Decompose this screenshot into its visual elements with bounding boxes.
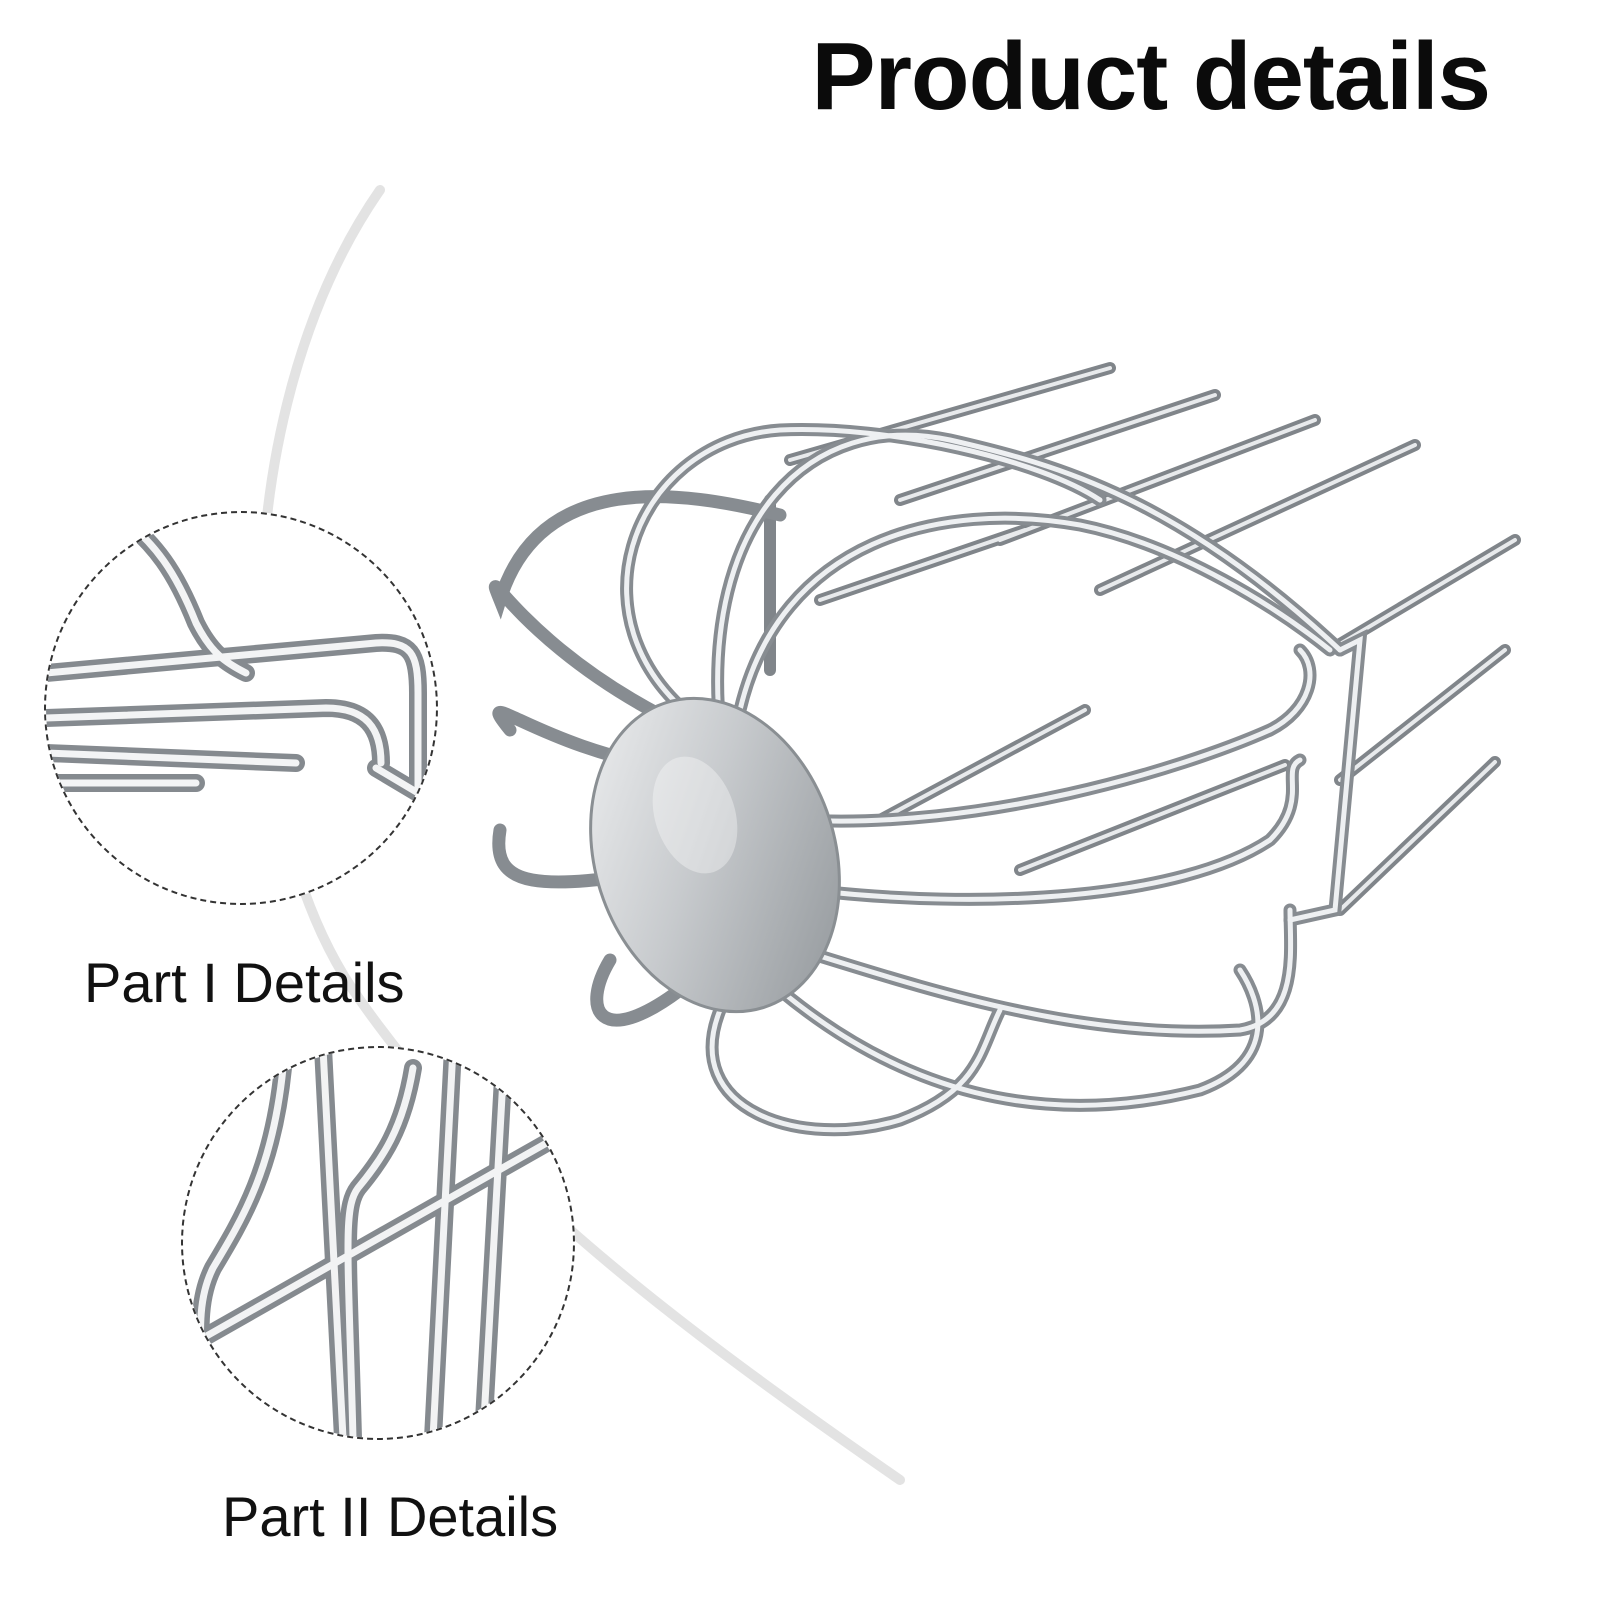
part-one-label: Part I Details [84,951,405,1014]
part-one-detail-circle [44,511,438,905]
gutter-guard-product-image [488,362,1521,1137]
page-title: Product details [811,23,1491,130]
part-two-label: Part II Details [222,1485,559,1548]
part-two-detail-circle [181,1046,575,1440]
part-one-detail-image [46,513,427,809]
part-two-detail-image [191,1048,573,1438]
